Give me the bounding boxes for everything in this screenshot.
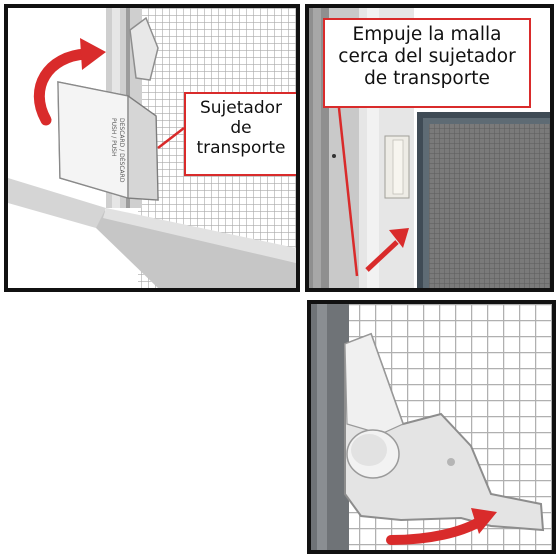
curved-arrow-icon bbox=[33, 38, 106, 126]
callout-line: Sujetador bbox=[199, 98, 282, 118]
latch-piece bbox=[344, 332, 545, 532]
callout-line: de bbox=[230, 118, 252, 139]
callout-line: de transporte bbox=[364, 67, 490, 89]
straight-arrow-icon bbox=[365, 228, 409, 272]
panel-clip-closeup: DESCARD / DÉSCARD PUSH / PUSH Sujetador … bbox=[4, 4, 300, 292]
clip-text-2: PUSH / PUSH bbox=[110, 118, 117, 157]
callout-push-mesh: Empuje la malla cerca del sujetador de t… bbox=[323, 18, 531, 108]
transport-clip bbox=[384, 135, 410, 199]
callout-line: Empuje la malla bbox=[352, 24, 502, 45]
clip-text-1: DESCARD / DÉSCARD bbox=[118, 118, 126, 183]
callout-leader bbox=[157, 127, 185, 149]
panel-push-mesh: Empuje la malla cerca del sujetador de t… bbox=[305, 4, 554, 292]
transport-clip: DESCARD / DÉSCARD PUSH / PUSH bbox=[57, 81, 159, 201]
callout-transport-clip: Sujetador de transporte bbox=[184, 92, 296, 176]
callout-leader bbox=[337, 107, 359, 277]
callout-line: transporte bbox=[196, 138, 286, 159]
panel-clip-rotate bbox=[307, 300, 556, 554]
curved-arrow-bottom-icon bbox=[386, 508, 497, 545]
latch-illustration bbox=[311, 304, 552, 550]
callout-line: cerca del sujetador bbox=[338, 45, 516, 67]
